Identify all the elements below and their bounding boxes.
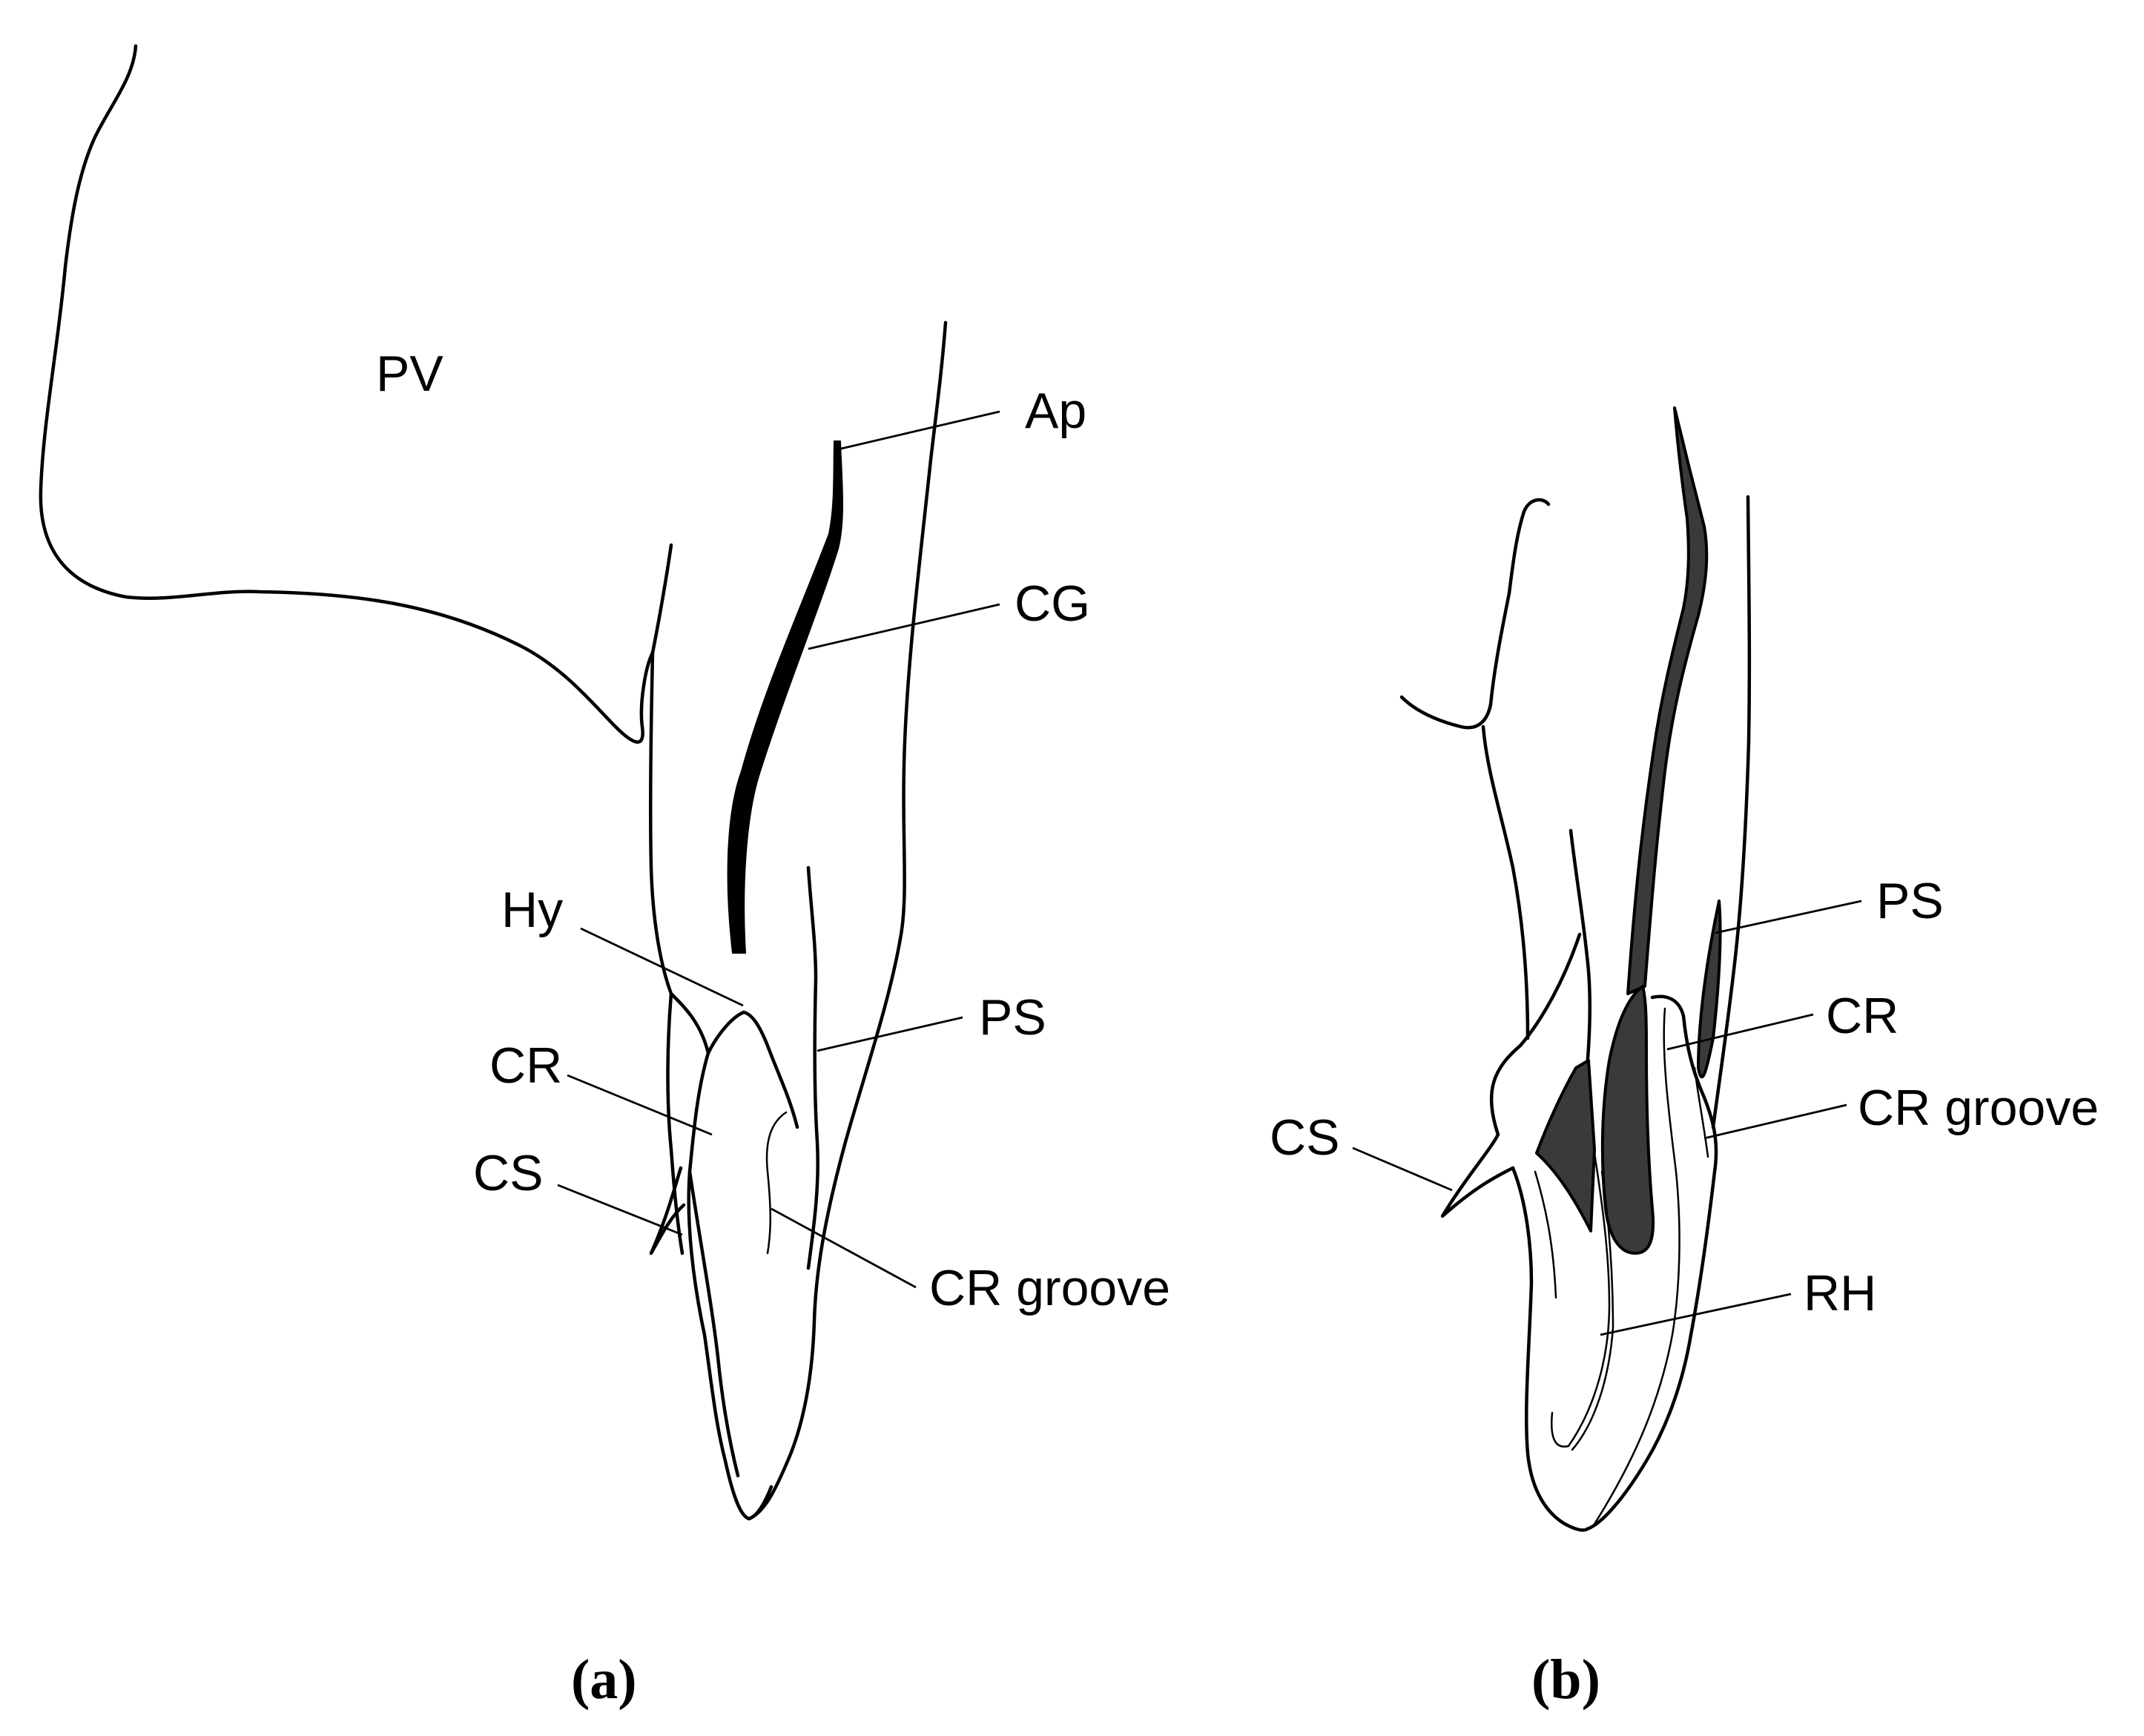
panel-a-drawing xyxy=(39,44,948,1521)
caption-b: (b) xyxy=(1531,1648,1600,1711)
b-inner-fine-1 xyxy=(1593,1007,1680,1525)
leader-b-rh xyxy=(1600,1293,1792,1336)
leader-b-ps xyxy=(1715,900,1862,934)
b-inner-fine-2 xyxy=(1551,1152,1611,1448)
cs-spine xyxy=(649,1166,686,1255)
label-b-cs: CS xyxy=(1270,1109,1339,1166)
b-inner-fine-3 xyxy=(1534,1170,1557,1299)
b-rh-highlight xyxy=(1571,1170,1614,1451)
b-column-right-edge xyxy=(1711,495,1752,1129)
leader-a-cg xyxy=(808,603,1000,650)
ps-line xyxy=(806,865,819,1270)
b-cr-left-outline xyxy=(1511,1166,1589,1532)
label-a-cs: CS xyxy=(473,1145,543,1201)
cr-inner-left xyxy=(687,1169,740,1478)
label-b-cr: CR xyxy=(1826,988,1899,1044)
leader-a-ps xyxy=(817,1016,963,1052)
label-a-cr-groove: CR groove xyxy=(929,1260,1170,1316)
leader-b-cr xyxy=(1666,1013,1814,1051)
b-cs-spine xyxy=(1440,932,1582,1218)
label-a-hy: Hy xyxy=(501,882,563,938)
label-b-rh: RH xyxy=(1804,1265,1876,1321)
label-a-pv: PV xyxy=(376,346,443,402)
b-ps-sliver xyxy=(1697,900,1722,1079)
column-left-edge xyxy=(648,650,685,1255)
label-a-ap: Ap xyxy=(1025,383,1086,439)
hy-connector xyxy=(669,991,710,1055)
b-dark-blob xyxy=(1600,985,1655,1255)
leader-b-cs xyxy=(1352,1146,1453,1192)
label-a-cr: CR xyxy=(489,1037,562,1094)
leader-a-hy xyxy=(580,927,744,1007)
cr-groove-line xyxy=(765,1111,788,1255)
panel-b-leaders xyxy=(1352,900,1862,1336)
label-a-cg: CG xyxy=(1015,575,1090,632)
label-a-ps: PS xyxy=(979,989,1046,1046)
leader-a-cr-groove xyxy=(771,1207,917,1289)
label-b-cr-groove: CR groove xyxy=(1858,1080,2099,1136)
cr-body xyxy=(687,1010,774,1521)
leader-a-ap xyxy=(840,410,1000,450)
b-column-left-edge xyxy=(1481,725,1530,1040)
b-cr-body xyxy=(1585,994,1718,1531)
b-dark-wedge xyxy=(1535,1059,1596,1232)
b-top-hook xyxy=(1399,498,1551,730)
cr-apex xyxy=(742,1010,799,1129)
b-inner-left-line xyxy=(1569,828,1591,1070)
pv-outline xyxy=(39,44,673,744)
panel-a-leaders xyxy=(557,410,1000,1289)
b-cr-groove-line xyxy=(1693,1066,1709,1158)
cg-stripe xyxy=(727,440,844,954)
label-b-ps: PS xyxy=(1876,873,1944,929)
panel-b-drawing xyxy=(1399,406,1752,1532)
leader-a-cs xyxy=(557,1184,683,1236)
caption-a: (a) xyxy=(571,1648,637,1711)
leader-b-cr-groove xyxy=(1703,1103,1847,1140)
column-right-edge xyxy=(747,320,948,1521)
b-dark-stripe xyxy=(1626,406,1709,995)
leader-a-cr xyxy=(567,1074,713,1136)
